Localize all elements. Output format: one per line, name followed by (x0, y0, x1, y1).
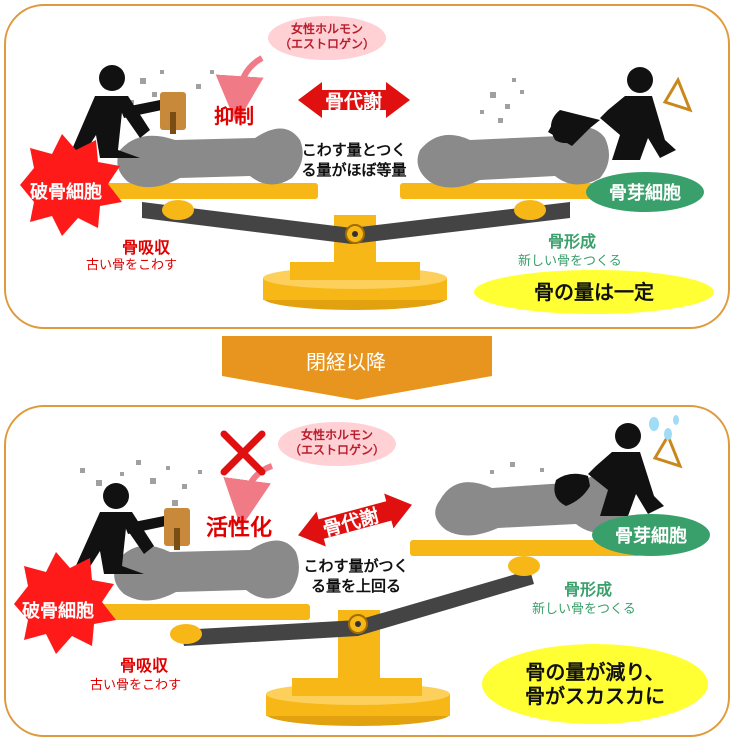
top-formation-title: 骨形成 (548, 232, 597, 251)
shovel-worker-icon (554, 423, 683, 516)
hormone-line1: 女性ホルモン (290, 22, 363, 36)
bottom-osteoblast-label: 骨芽細胞 (592, 514, 710, 556)
hormone-line2: （エストロゲン） (278, 37, 375, 51)
top-osteoblast-label: 骨芽細胞 (586, 172, 704, 212)
top-metabolism-arrow (298, 82, 410, 118)
hormone-line1: 女性ホルモン (300, 428, 373, 442)
bottom-resorption-sub: 古い骨をこわす (90, 678, 182, 693)
hammer-worker-icon (74, 483, 190, 576)
bottom-metabolism-arrow (298, 493, 412, 547)
bottom-hormone-arrow (223, 463, 274, 528)
balance-note-line2: る量を上回る (310, 577, 401, 595)
top-metabolism-label: 骨代謝 (325, 91, 383, 113)
bottom-osteoclast-label: 破骨細胞 (22, 601, 94, 622)
bottom-result-line2: 骨がスカスカに (525, 684, 665, 708)
bottom-formation-sub: 新しい骨をつくる (532, 602, 636, 617)
bottom-formation-title: 骨形成 (564, 580, 613, 599)
balance-note-line2: る量がほぼ等量 (301, 161, 407, 179)
top-hormone-bubble: 女性ホルモン （エストロゲン） (268, 16, 386, 60)
top-osteoclast-burst (20, 134, 122, 236)
top-hormone-arrow (215, 55, 264, 124)
sweat-icon (649, 415, 679, 440)
top-result-bubble: 骨の量は一定 (474, 270, 714, 314)
transition-label: 閉経以降 (306, 350, 386, 374)
hormone-line2: （エストロゲン） (288, 443, 385, 457)
top-balance-note: こわす量とつく る量がほぼ等量 (284, 140, 424, 180)
bottom-result-bubble: 骨の量が減り、 骨がスカスカに (482, 644, 708, 724)
bottom-hormone-bubble: 女性ホルモン （エストロゲン） (278, 422, 396, 466)
bottom-osteoclast-burst (14, 552, 116, 654)
cross-mark-icon (220, 430, 266, 476)
balance-note-line1: こわす量とつく (301, 141, 407, 159)
top-osteoclast-label: 破骨細胞 (30, 182, 102, 203)
bottom-balance-note: こわす量がつく る量を上回る (286, 556, 426, 596)
top-bone-left (117, 128, 303, 188)
top-bone-fragments (130, 70, 524, 123)
balance-note-line1: こわす量がつく (303, 557, 409, 575)
top-formation-sub: 新しい骨をつくる (518, 254, 622, 269)
bottom-effect-label: 活性化 (206, 516, 273, 541)
bottom-scale (80, 540, 640, 726)
shovel-worker-icon (548, 67, 693, 160)
top-result-text: 骨の量は一定 (534, 280, 654, 304)
top-resorption-sub: 古い骨をこわす (86, 258, 178, 273)
top-effect-label: 抑制 (214, 104, 254, 128)
top-scale (90, 183, 628, 310)
bottom-resorption-title: 骨吸収 (120, 656, 169, 675)
top-resorption-title: 骨吸収 (122, 238, 171, 257)
bottom-result-line1: 骨の量が減り、 (525, 660, 665, 684)
bottom-bone-left (114, 540, 299, 601)
